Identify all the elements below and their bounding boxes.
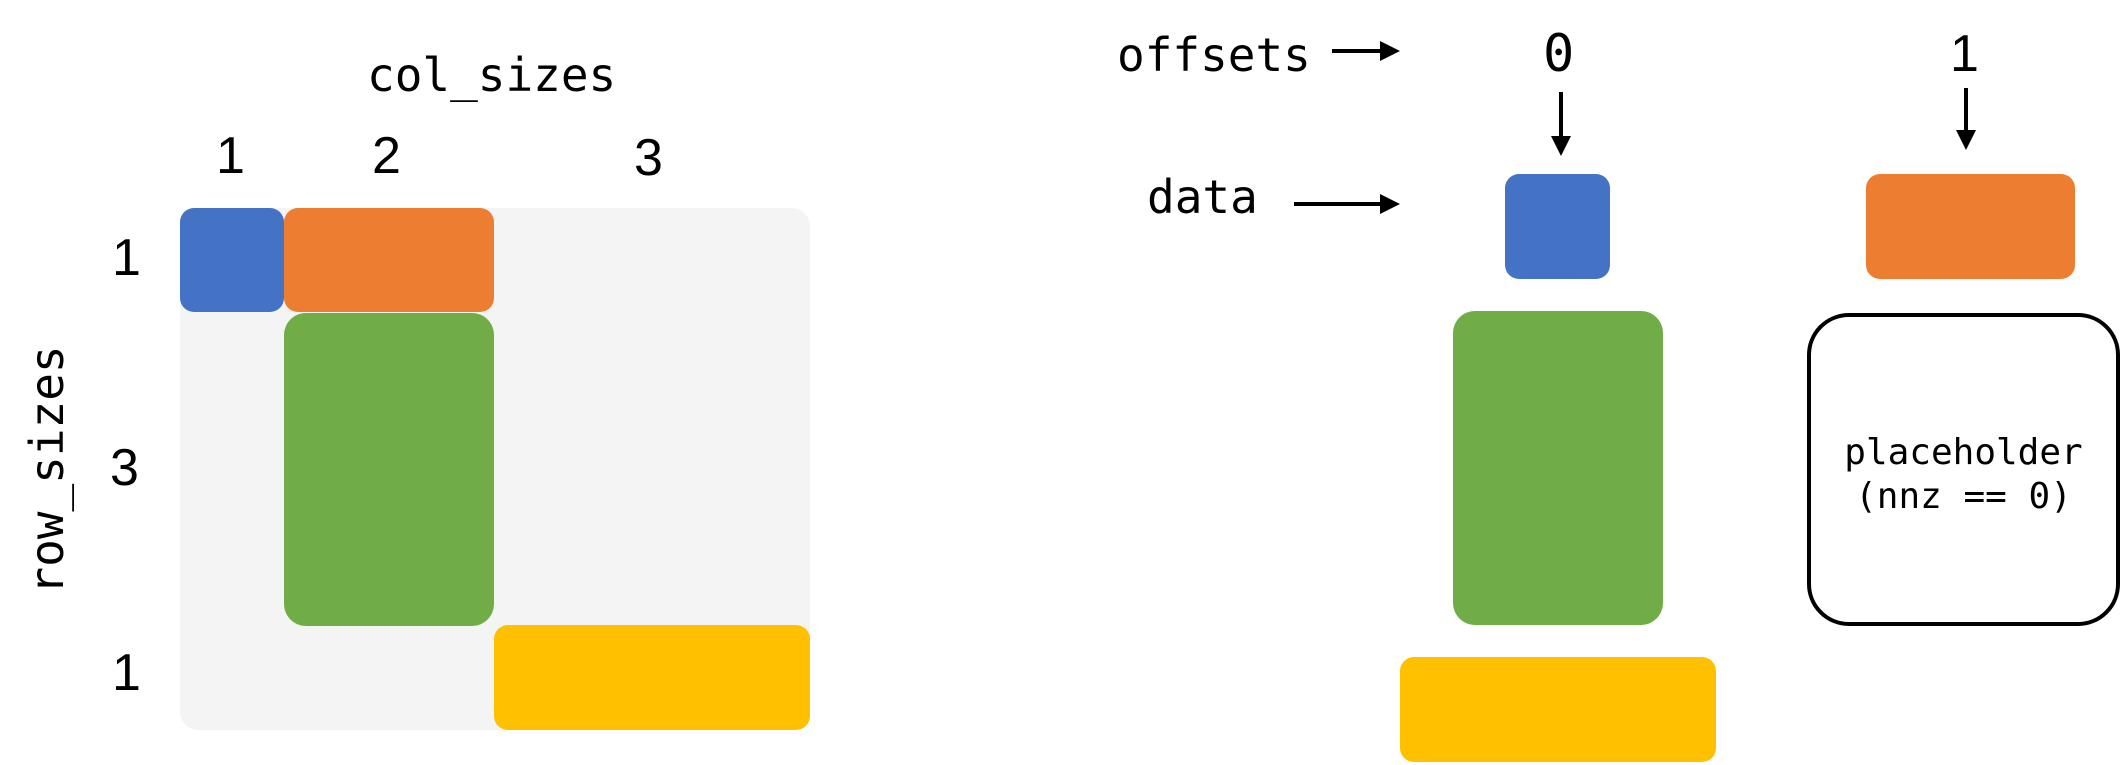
block-blue (180, 208, 284, 312)
data-label: data (1147, 170, 1258, 224)
data-block-orange (1866, 174, 2075, 279)
data-block-green (1453, 311, 1663, 625)
col-size-3: 3 (634, 129, 663, 187)
block-orange (284, 208, 494, 312)
block-green (284, 313, 494, 626)
placeholder-condition: (nnz == 0) (1855, 476, 2072, 517)
data-block-yellow (1400, 657, 1716, 762)
col-sizes-label: col_sizes (367, 48, 617, 102)
col-size-1: 1 (216, 127, 245, 185)
row-size-1: 1 (112, 229, 141, 287)
data-block-blue (1505, 174, 1610, 279)
offset-value-0: 0 (1543, 24, 1575, 84)
col-size-2: 2 (372, 127, 401, 185)
offset-value-1: 1 (1950, 25, 1979, 83)
offsets-label: offsets (1117, 28, 1311, 82)
row-size-1-bottom: 1 (112, 644, 141, 702)
block-yellow (494, 625, 810, 730)
placeholder-label: placeholder (1844, 432, 2083, 473)
placeholder-box: placeholder (nnz == 0) (1807, 313, 2120, 626)
row-size-3: 3 (110, 439, 139, 497)
